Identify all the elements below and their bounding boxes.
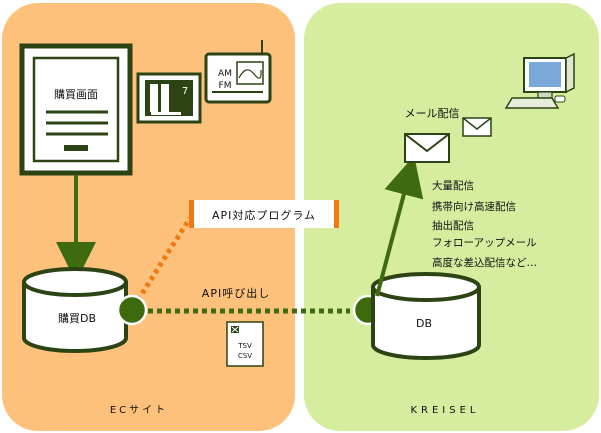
csv-label: CSV: [238, 352, 252, 360]
purchase-db-cylinder: [22, 267, 128, 353]
tv-channel-number: 7: [182, 86, 188, 97]
mail-delivery-label: メール配信: [405, 107, 460, 120]
computer-icon: [504, 52, 575, 109]
feature-item: 高度な差込配信など…: [432, 256, 537, 269]
api-program-dotted-link: [135, 216, 193, 302]
ec-site-panel-label: ECサイト: [110, 404, 168, 416]
kreisel-feature-list: 大量配信 携帯向け高速配信 抽出配信 フォローアップメール 高度な差込配信など…: [432, 179, 537, 269]
purchase-screen-icon: [19, 43, 133, 176]
radio-icon: [204, 40, 272, 104]
feature-item: 携帯向け高速配信: [432, 200, 516, 213]
api-call-label: API呼び出し: [202, 286, 270, 300]
api-program-label: API対応プログラム: [212, 208, 316, 222]
kreisel-panel-label: KREISEL: [410, 405, 479, 416]
radio-am-label: AM: [218, 69, 232, 79]
tsv-csv-file-icon: [226, 321, 264, 367]
tsv-label: TSV: [237, 342, 252, 350]
feature-item: 抽出配信: [432, 219, 474, 232]
kreisel-db-label: DB: [416, 317, 432, 330]
api-program-box: [189, 200, 339, 228]
kreisel-db-cylinder: [371, 272, 481, 360]
mail-envelope-large-icon: [404, 133, 450, 163]
purchase-db-label: 購買DB: [58, 311, 96, 325]
purchase-screen-label: 購買画面: [54, 87, 98, 101]
radio-fm-label: FM: [219, 81, 232, 91]
db-to-mail-arrow: [375, 155, 424, 297]
feature-item: 大量配信: [432, 179, 474, 192]
mail-envelope-small-icon: [462, 117, 492, 137]
tv-icon: [136, 72, 202, 124]
feature-item: フォローアップメール: [432, 237, 537, 249]
purchase-db-connector-node: [116, 294, 148, 326]
